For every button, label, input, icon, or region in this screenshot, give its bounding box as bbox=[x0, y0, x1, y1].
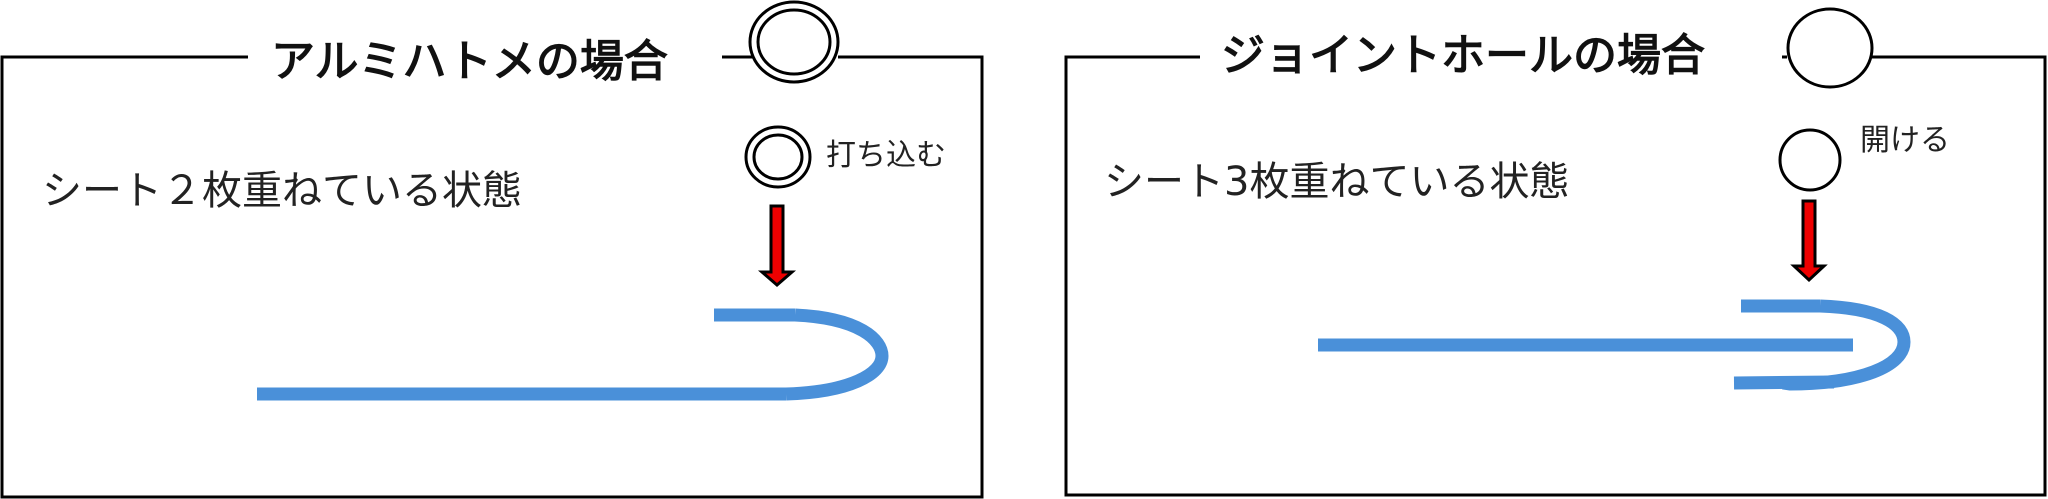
hole-small-icon bbox=[1778, 128, 1842, 192]
layered-sheet bbox=[1318, 299, 1911, 391]
panel-joint-hole: ジョイントホールの場合 シート3枚重ねている状態 開ける bbox=[1064, 7, 2047, 497]
panel-description: シート3枚重ねている状態 bbox=[1104, 159, 1569, 205]
hole-large-icon bbox=[1786, 7, 1874, 89]
eyelet-large-icon bbox=[748, 0, 840, 84]
panel-title: ジョイントホールの場合 bbox=[1221, 30, 1705, 81]
eyelet-small-icon bbox=[744, 125, 812, 189]
down-arrow-icon bbox=[1790, 199, 1828, 283]
panel-eyelet: アルミハトメの場合 シート２枚重ねている状態 打ち込む bbox=[0, 0, 984, 499]
folded-sheet bbox=[257, 308, 889, 401]
sheet-bottom-layer bbox=[1733, 375, 1835, 390]
action-label: 開ける bbox=[1860, 123, 1950, 158]
sheet-fold bbox=[785, 308, 889, 401]
panel-title: アルミハトメの場合 bbox=[271, 36, 668, 87]
down-arrow-icon bbox=[757, 204, 797, 287]
panel-description: シート２枚重ねている状態 bbox=[42, 168, 522, 214]
panel-frame bbox=[1064, 55, 2047, 497]
panel-frame bbox=[0, 55, 984, 499]
action-label: 打ち込む bbox=[826, 138, 946, 173]
